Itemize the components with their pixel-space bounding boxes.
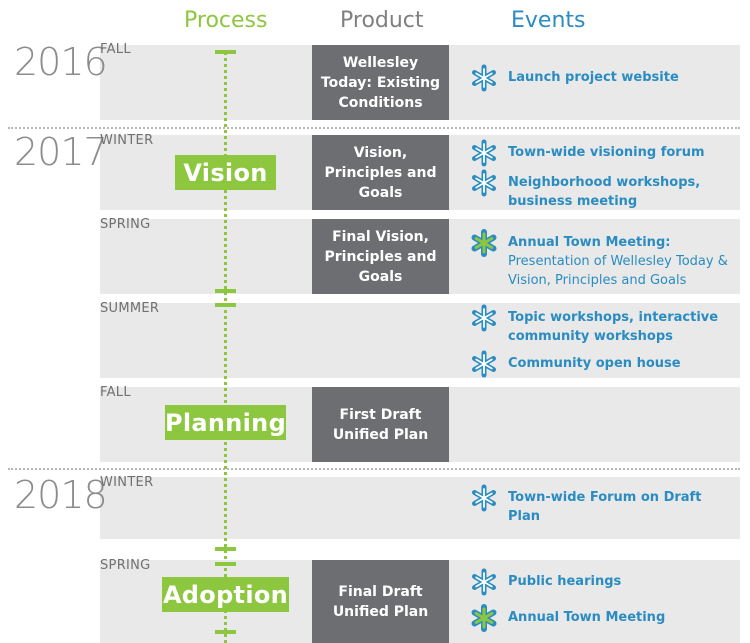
event-title: Town-wide visioning forum [508, 145, 705, 160]
blue-asterisk-icon [470, 568, 498, 596]
year-label-2017: 2017 [14, 130, 108, 174]
year-label-2016: 2016 [14, 40, 108, 84]
event-title: Topic workshops, interactive community w… [508, 310, 719, 344]
event-title: Neighborhood workshops, business meeting [508, 175, 701, 209]
process-timeline-line [224, 52, 227, 643]
event-forum-on-draft-plan: Town-wide Forum on Draft Plan [470, 488, 730, 526]
phase-label-vision: Vision [175, 155, 276, 190]
season-label: SPRING [100, 558, 151, 573]
event-public-hearings: Public hearings [470, 572, 730, 596]
event-title: Annual Town Meeting [508, 610, 666, 625]
phase-label-planning: Planning [165, 405, 286, 440]
event-annual-town-meeting-2018: Annual Town Meeting [470, 608, 730, 632]
season-label: SUMMER [100, 301, 160, 316]
event-visioning-forum: Town-wide visioning forum [470, 143, 730, 167]
product-first-draft-plan: First Draft Unified Plan [312, 387, 449, 462]
blue-asterisk-icon [470, 139, 498, 167]
phase-label-adoption: Adoption [162, 577, 289, 612]
phase-tick [215, 303, 236, 307]
green-blue-asterisk-icon [470, 229, 498, 257]
green-blue-asterisk-icon [470, 604, 498, 632]
row-band-winter-2018 [100, 477, 740, 539]
blue-asterisk-icon [470, 484, 498, 512]
season-label: FALL [100, 42, 131, 57]
season-label: WINTER [100, 133, 154, 148]
phase-tick [215, 50, 236, 54]
event-title: Town-wide Forum on Draft Plan [508, 490, 702, 524]
blue-asterisk-icon [470, 169, 498, 197]
event-launch-website: Launch project website [470, 68, 730, 92]
phase-tick [215, 289, 236, 293]
year-divider-2018 [8, 468, 740, 470]
season-label: FALL [100, 385, 131, 400]
event-neighborhood-workshops: Neighborhood workshops, business meeting [470, 173, 730, 211]
phase-tick [215, 562, 236, 566]
product-existing-conditions: Wellesley Today: Existing Conditions [312, 45, 449, 120]
product-final-vision: Final Vision, Principles and Goals [312, 219, 449, 294]
blue-asterisk-icon [470, 304, 498, 332]
process-column-header: Process [184, 8, 268, 33]
event-title: Annual Town Meeting: [508, 235, 671, 250]
blue-asterisk-icon [470, 350, 498, 378]
phase-tick [215, 630, 236, 634]
season-label: SPRING [100, 217, 151, 232]
season-label: WINTER [100, 475, 154, 490]
event-title: Community open house [508, 356, 681, 371]
event-detail: Presentation of Wellesley Today & Vision… [508, 254, 728, 288]
event-title: Launch project website [508, 70, 679, 85]
product-vision-principles-goals: Vision, Principles and Goals [312, 135, 449, 210]
event-annual-town-meeting-2017: Annual Town Meeting: Presentation of Wel… [470, 233, 730, 290]
product-final-draft-plan: Final Draft Unified Plan [312, 560, 449, 643]
product-column-header: Product [340, 8, 424, 33]
blue-asterisk-icon [470, 64, 498, 92]
events-column-header: Events [511, 8, 586, 33]
year-label-2018: 2018 [14, 473, 108, 517]
event-topic-workshops: Topic workshops, interactive community w… [470, 308, 730, 346]
phase-tick [215, 547, 236, 551]
row-band-summer-2017 [100, 303, 740, 378]
event-community-open-house: Community open house [470, 354, 730, 378]
year-divider-2017 [8, 127, 740, 129]
event-title: Public hearings [508, 574, 622, 589]
